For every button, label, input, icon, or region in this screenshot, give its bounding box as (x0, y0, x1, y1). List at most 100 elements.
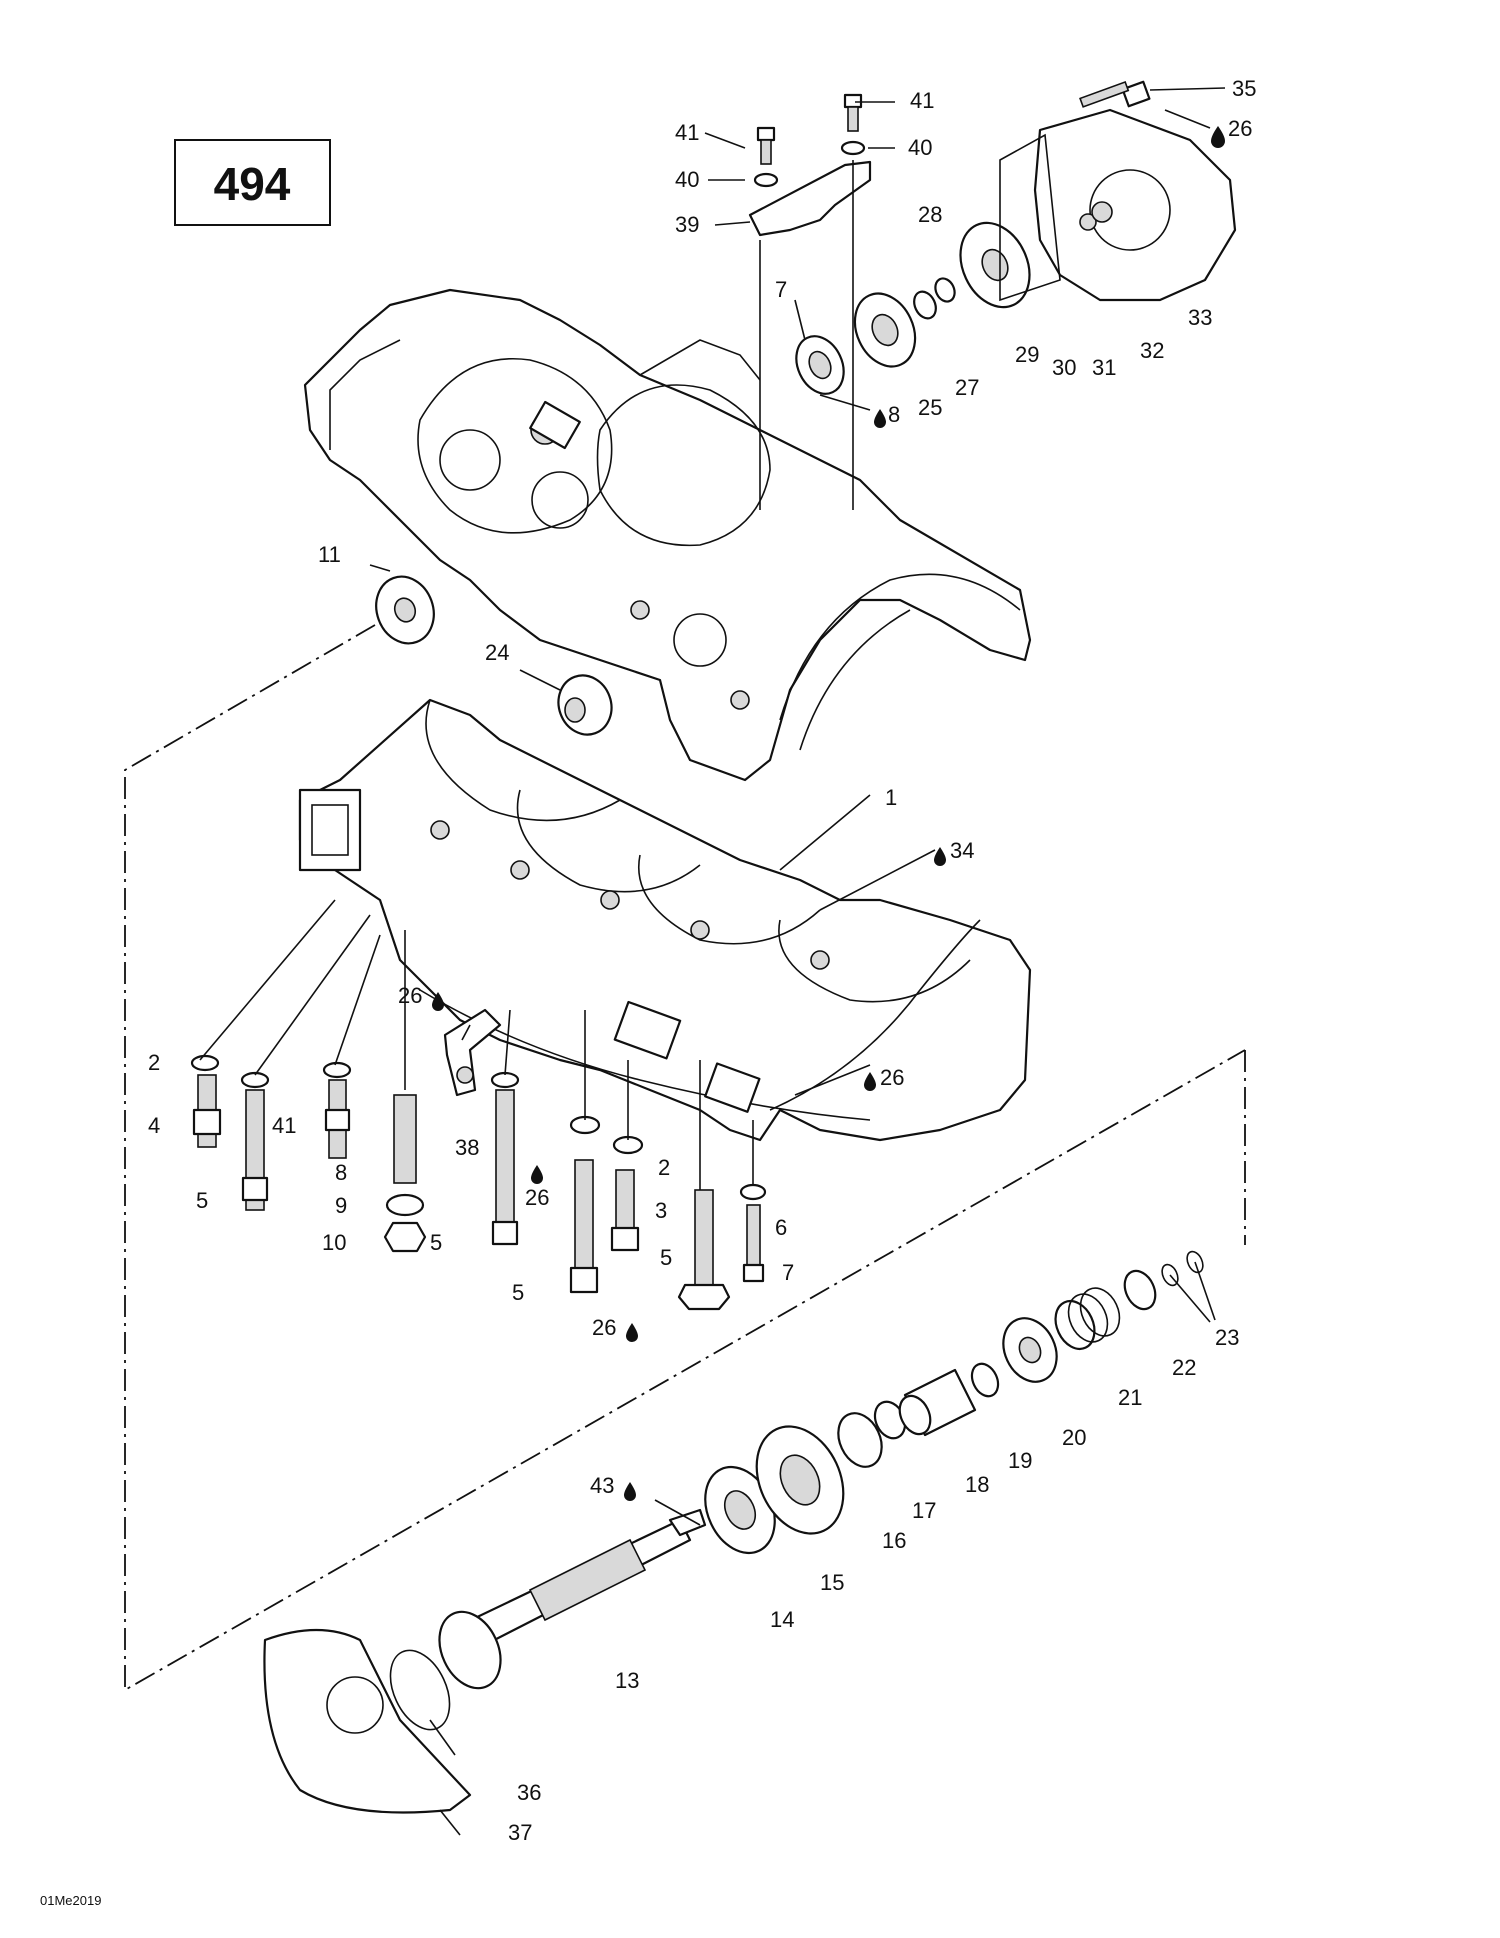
gear-20 (1002, 1317, 1058, 1383)
washer-2-left (190, 1054, 220, 1072)
screw-41-lower (324, 1079, 351, 1159)
bearing-15 (755, 1425, 845, 1535)
callout-38: 38 (455, 1135, 479, 1160)
figure-code: 01Me2019 (40, 1893, 101, 1908)
callout-43: 43 (590, 1473, 614, 1498)
callout-17: 17 (912, 1498, 936, 1523)
screw-41-left (756, 126, 776, 165)
callout-27: 27 (955, 375, 979, 400)
callout-34: 34 (950, 838, 974, 863)
diagram-number-box: 494 (174, 139, 331, 226)
washer-6 (739, 1183, 767, 1201)
stud-8 (393, 1094, 417, 1184)
washer-41-area (322, 1061, 352, 1079)
callout-5: 5 (196, 1188, 208, 1213)
drop-icon (874, 409, 886, 428)
callout-14: 14 (770, 1607, 794, 1632)
callout-18: 18 (965, 1472, 989, 1497)
callout-30: 30 (1052, 355, 1076, 380)
lower-crankcase (298, 698, 1032, 1142)
washer-19 (970, 1362, 1000, 1398)
screw-41-right (843, 93, 863, 132)
washer-bolt-5-mid (490, 1071, 520, 1089)
callout-35: 35 (1232, 76, 1256, 101)
callout-1: 1 (885, 785, 897, 810)
callout-41: 41 (675, 120, 699, 145)
washer-16 (837, 1412, 883, 1468)
callout-26: 26 (592, 1315, 616, 1340)
screw-35 (1079, 80, 1151, 108)
diagram-number: 494 (214, 158, 291, 210)
callout-8: 8 (888, 402, 900, 427)
callout-31: 31 (1092, 355, 1116, 380)
callout-29: 29 (1015, 342, 1039, 367)
clip-23-b (1186, 1250, 1204, 1274)
plate-37 (263, 1628, 472, 1814)
upper-crankcase (303, 288, 1032, 782)
callout-26: 26 (525, 1185, 549, 1210)
bolt-5-mid (491, 1089, 519, 1246)
drop-icon (624, 1482, 636, 1501)
shaft-13 (438, 1508, 707, 1690)
callout-19: 19 (1008, 1448, 1032, 1473)
drop-icon (864, 1072, 876, 1091)
sleeve-18 (898, 1368, 977, 1437)
nut-10 (383, 1221, 427, 1253)
callout-5: 5 (512, 1280, 524, 1305)
callout-6: 6 (775, 1215, 787, 1240)
drop-icon (934, 847, 946, 866)
assembly-boundary (124, 624, 1246, 1692)
callout-labels: 41 41 40 40 39 35 26 28 7 27 25 8 29 30 … (148, 76, 1256, 1845)
callout-33: 33 (1188, 305, 1212, 330)
callout-13: 13 (615, 1668, 639, 1693)
callout-10: 10 (322, 1230, 346, 1255)
spring-21 (1054, 1287, 1121, 1351)
callout-15: 15 (820, 1570, 844, 1595)
ring-36 (389, 1649, 451, 1731)
callout-16: 16 (882, 1528, 906, 1553)
washer-28 (934, 277, 956, 303)
callout-32: 32 (1140, 338, 1164, 363)
screw-7 (742, 1204, 765, 1283)
callout-21: 21 (1118, 1385, 1142, 1410)
seal-12 (795, 335, 845, 395)
callout-41: 41 (910, 88, 934, 113)
leader-lines (199, 87, 1226, 1836)
callout-36: 36 (517, 1780, 541, 1805)
callout-37: 37 (508, 1820, 532, 1845)
callout-22: 22 (1172, 1355, 1196, 1380)
bearing-11 (375, 575, 435, 645)
screw-4-left (192, 1074, 222, 1148)
callout-24: 24 (485, 640, 509, 665)
plug-24 (557, 674, 613, 736)
callout-2: 2 (148, 1050, 160, 1075)
callout-7: 7 (782, 1260, 794, 1285)
bolt-5-center (569, 1159, 599, 1294)
pump-housing-33 (999, 108, 1237, 302)
callout-26: 26 (1228, 116, 1252, 141)
callout-11: 11 (318, 542, 341, 567)
lubricant-drop-icons (432, 126, 1225, 1501)
bracket-39 (748, 160, 872, 237)
washer-27 (913, 290, 937, 320)
washer-9 (385, 1193, 425, 1217)
callout-5: 5 (430, 1230, 442, 1255)
callout-41: 41 (272, 1113, 296, 1138)
drop-icon (1211, 126, 1225, 148)
callout-3: 3 (655, 1198, 667, 1223)
callout-8: 8 (335, 1160, 347, 1185)
screw-4-right (610, 1169, 640, 1252)
callout-25: 25 (918, 395, 942, 420)
bolt-5-long-left (241, 1089, 269, 1211)
clip-23-a (1161, 1263, 1179, 1287)
washer-40-right (840, 140, 866, 156)
callout-4: 5 (660, 1245, 672, 1270)
callout-2: 2 (658, 1155, 670, 1180)
callout-39: 39 (675, 212, 699, 237)
callout-23: 23 (1215, 1325, 1239, 1350)
callout-4: 4 (148, 1113, 160, 1138)
callout-40: 40 (675, 167, 699, 192)
drop-icon (531, 1165, 543, 1184)
callout-12: 7 (775, 277, 787, 302)
